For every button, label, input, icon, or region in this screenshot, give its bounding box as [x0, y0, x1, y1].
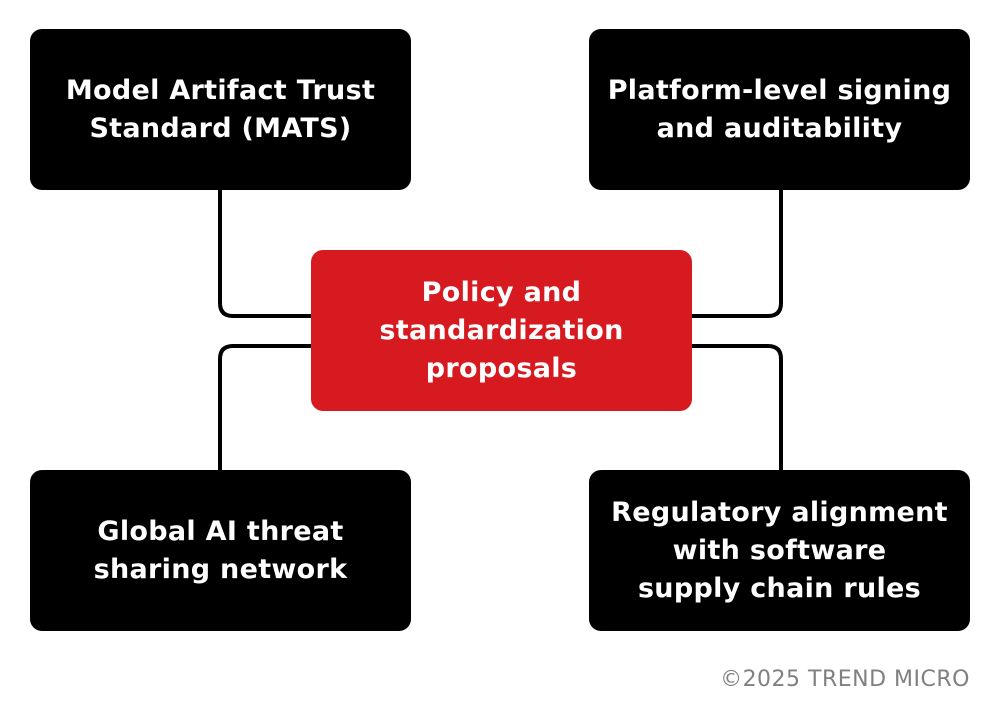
node-label: Platform-level signing and auditability	[607, 74, 952, 144]
node-label: Regulatory alignment with software suppl…	[611, 496, 948, 604]
connector-bottom-right	[691, 344, 783, 470]
copyright-footer: ©2025 TREND MICRO	[720, 667, 970, 692]
center-node-label: Policy and standardization proposals	[379, 276, 624, 384]
node-regulatory-alignment: Regulatory alignment with software suppl…	[589, 470, 970, 631]
node-global-ai-threat-sharing: Global AI threat sharing network	[30, 470, 411, 631]
node-platform-level-signing: Platform-level signing and auditability	[589, 29, 970, 190]
connector-bottom-left	[218, 344, 312, 470]
center-node-policy-proposals: Policy and standardization proposals	[311, 250, 692, 411]
connector-top-left	[218, 190, 312, 318]
connector-top-right	[691, 190, 783, 318]
node-model-artifact-trust-standard: Model Artifact Trust Standard (MATS)	[30, 29, 411, 190]
node-label: Model Artifact Trust Standard (MATS)	[65, 74, 376, 144]
node-label: Global AI threat sharing network	[93, 515, 348, 585]
